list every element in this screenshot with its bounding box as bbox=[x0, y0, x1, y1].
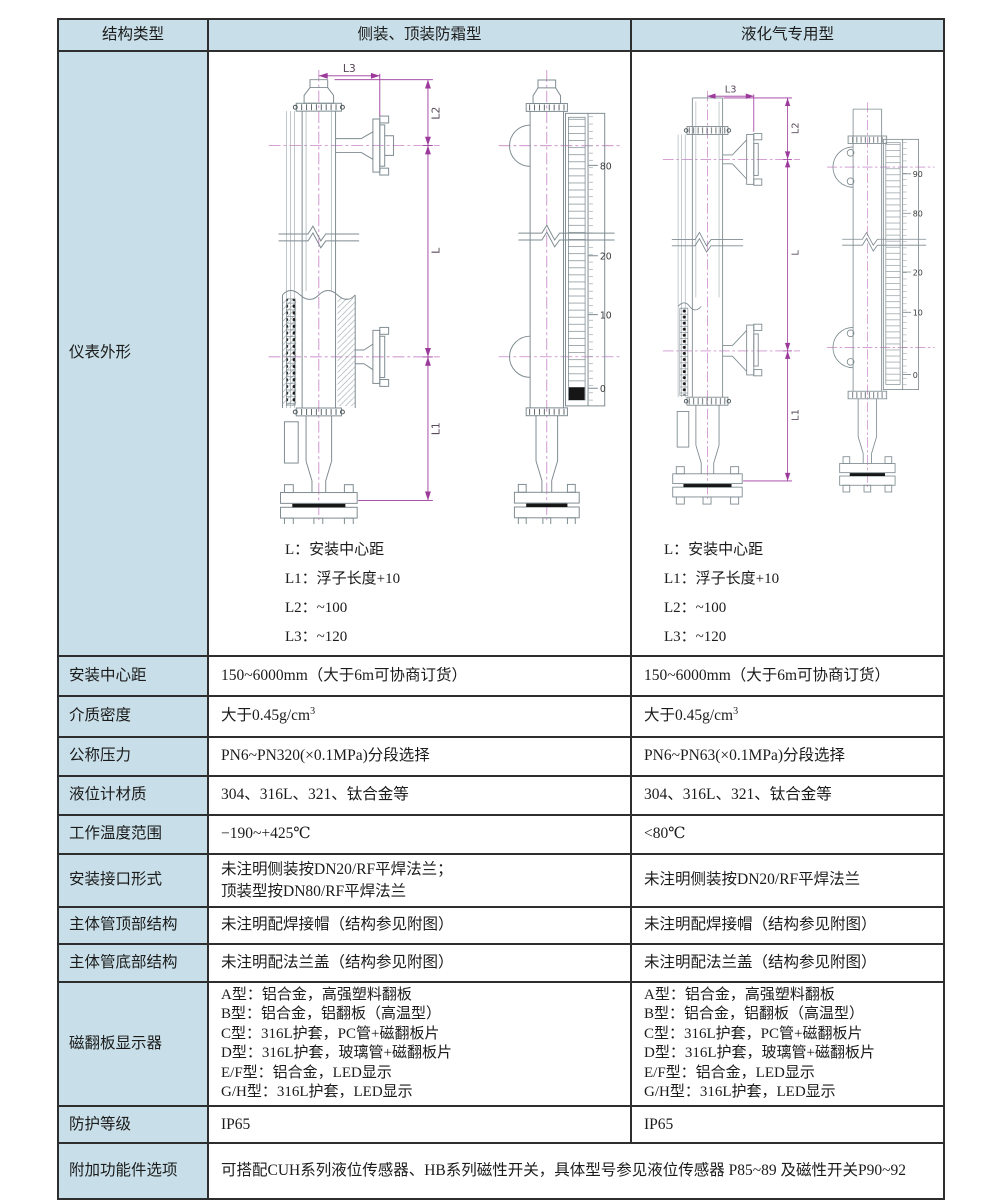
outline-diagram-lpg-special: L3 L2 L L1 bbox=[630, 50, 945, 657]
header-structure-type: 结构类型 bbox=[57, 18, 209, 52]
row-label: 公称压力 bbox=[57, 736, 209, 777]
cell-value: A型：铝合金，高强塑料翻板 B型：铝合金，铝翻板（高温型） C型：316L护套，… bbox=[207, 980, 632, 1108]
legend-line: L1：浮子长度+10 bbox=[664, 571, 780, 587]
cell-value: IP65 bbox=[207, 1105, 632, 1145]
side-view-drawing-left: 80 20 10 0 bbox=[498, 70, 621, 524]
dimension-label-L2: L2 bbox=[790, 122, 801, 134]
scale-value: 0 bbox=[600, 384, 606, 395]
legend-line: L3：~120 bbox=[664, 629, 727, 645]
header-row: 结构类型 侧装、顶装防霜型 液化气专用型 bbox=[57, 18, 945, 52]
cell-value: 未注明配法兰盖（结构参见附图） bbox=[630, 943, 945, 983]
cell-value: 未注明配焊接帽（结构参见附图） bbox=[207, 906, 632, 945]
superscript: 3 bbox=[310, 706, 316, 718]
cell-value: 150~6000mm（大于6m可协商订货） bbox=[630, 655, 945, 697]
scale-value: 90 bbox=[913, 170, 923, 179]
outline-row-label: 仪表外形 bbox=[57, 50, 209, 657]
legend-line: L：安装中心距 bbox=[285, 542, 385, 558]
row-gauge-material: 液位计材质 304、316L、321、钛合金等 304、316L、321、钛合金… bbox=[57, 775, 945, 816]
row-label: 磁翻板显示器 bbox=[57, 980, 209, 1108]
dimension-label-L2: L2 bbox=[430, 107, 443, 120]
scale-value: 20 bbox=[600, 252, 612, 263]
row-label: 主体管顶部结构 bbox=[57, 906, 209, 945]
row-label: 工作温度范围 bbox=[57, 814, 209, 855]
dimension-label-L3: L3 bbox=[725, 85, 737, 96]
cell-value: 150~6000mm（大于6m可协商订货） bbox=[207, 655, 632, 697]
dimension-label-L1: L1 bbox=[430, 422, 443, 435]
dimension-label-L3: L3 bbox=[343, 62, 356, 75]
side-view-drawing-right: 90 80 20 10 0 bbox=[827, 102, 935, 493]
scale-value: 80 bbox=[913, 210, 923, 219]
outline-row: 仪表外形 bbox=[57, 50, 945, 657]
front-view-drawing-right: L3 L2 L L1 bbox=[662, 85, 801, 505]
cell-value: −190~+425℃ bbox=[207, 814, 632, 855]
cell-value: 未注明侧装按DN20/RF平焊法兰 bbox=[630, 853, 945, 908]
legend-line: L3：~120 bbox=[285, 629, 348, 645]
scale-value: 10 bbox=[600, 311, 612, 322]
row-label: 介质密度 bbox=[57, 695, 209, 738]
row-label: 安装接口形式 bbox=[57, 853, 209, 908]
header-type-lpg-special: 液化气专用型 bbox=[630, 18, 945, 52]
row-protection-class: 防护等级 IP65 IP65 bbox=[57, 1105, 945, 1145]
dimension-label-L1: L1 bbox=[790, 409, 801, 421]
spec-table: 结构类型 侧装、顶装防霜型 液化气专用型 仪表外形 bbox=[57, 18, 945, 1200]
dimension-label-L: L bbox=[430, 248, 443, 254]
scale-value: 0 bbox=[913, 371, 918, 380]
row-medium-density: 介质密度 大于0.45g/cm3 大于0.45g/cm3 bbox=[57, 695, 945, 738]
scale-value: 80 bbox=[600, 161, 612, 172]
row-working-temp-range: 工作温度范围 −190~+425℃ <80℃ bbox=[57, 814, 945, 855]
row-label: 安装中心距 bbox=[57, 655, 209, 697]
cell-value: 304、316L、321、钛合金等 bbox=[630, 775, 945, 816]
cell-value: 未注明配焊接帽（结构参见附图） bbox=[630, 906, 945, 945]
row-connection-type: 安装接口形式 未注明侧装按DN20/RF平焊法兰； 顶装型按DN80/RF平焊法… bbox=[57, 853, 945, 908]
cell-value: IP65 bbox=[630, 1105, 945, 1145]
scale-value: 20 bbox=[913, 268, 923, 277]
cell-value: A型：铝合金，高强塑料翻板 B型：铝合金，铝翻板（高温型） C型：316L护套，… bbox=[630, 980, 945, 1108]
scale-value: 10 bbox=[913, 309, 923, 318]
cell-value: 304、316L、321、钛合金等 bbox=[207, 775, 632, 816]
row-accessories: 附加功能件选项 可搭配CUH系列液位传感器、HB系列磁性开关，具体型号参见液位传… bbox=[57, 1142, 945, 1200]
legend-line: L：安装中心距 bbox=[664, 542, 764, 558]
cell-value: 大于0.45g/cm3 bbox=[207, 695, 632, 738]
legend-line: L2：~100 bbox=[664, 600, 727, 616]
dimension-label-L: L bbox=[790, 250, 801, 256]
dimension-legend-left: L：安装中心距 L1：浮子长度+10 L2：~100 L3：~120 bbox=[285, 536, 630, 652]
cell-value: 未注明配法兰盖（结构参见附图） bbox=[207, 943, 632, 983]
row-label: 附加功能件选项 bbox=[57, 1142, 209, 1200]
cell-value: <80℃ bbox=[630, 814, 945, 855]
cell-value: 未注明侧装按DN20/RF平焊法兰； 顶装型按DN80/RF平焊法兰 bbox=[207, 853, 632, 908]
cell-value: PN6~PN320(×0.1MPa)分段选择 bbox=[207, 736, 632, 777]
outline-diagram-side-top-frostproof: L3 L2 L L1 bbox=[207, 50, 632, 657]
dimension-legend-right: L：安装中心距 L1：浮子长度+10 L2：~100 L3：~120 bbox=[664, 536, 943, 652]
cell-value: PN6~PN63(×0.1MPa)分段选择 bbox=[630, 736, 945, 777]
row-bottom-structure: 主体管底部结构 未注明配法兰盖（结构参见附图） 未注明配法兰盖（结构参见附图） bbox=[57, 943, 945, 983]
front-view-drawing-left: L3 L2 L L1 bbox=[268, 62, 443, 524]
legend-line: L1：浮子长度+10 bbox=[285, 571, 401, 587]
row-label: 液位计材质 bbox=[57, 775, 209, 816]
cell-value: 大于0.45g/cm3 bbox=[630, 695, 945, 738]
row-label: 防护等级 bbox=[57, 1105, 209, 1145]
row-label: 主体管底部结构 bbox=[57, 943, 209, 983]
row-nominal-pressure: 公称压力 PN6~PN320(×0.1MPa)分段选择 PN6~PN63(×0.… bbox=[57, 736, 945, 777]
row-center-distance: 安装中心距 150~6000mm（大于6m可协商订货） 150~6000mm（大… bbox=[57, 655, 945, 697]
row-top-structure: 主体管顶部结构 未注明配焊接帽（结构参见附图） 未注明配焊接帽（结构参见附图） bbox=[57, 906, 945, 945]
superscript: 3 bbox=[733, 706, 739, 718]
header-type-side-top-frostproof: 侧装、顶装防霜型 bbox=[207, 18, 632, 52]
legend-line: L2：~100 bbox=[285, 600, 348, 616]
row-flap-display: 磁翻板显示器 A型：铝合金，高强塑料翻板 B型：铝合金，铝翻板（高温型） C型：… bbox=[57, 980, 945, 1108]
cell-value-span: 可搭配CUH系列液位传感器、HB系列磁性开关，具体型号参见液位传感器 P85~8… bbox=[207, 1142, 945, 1200]
